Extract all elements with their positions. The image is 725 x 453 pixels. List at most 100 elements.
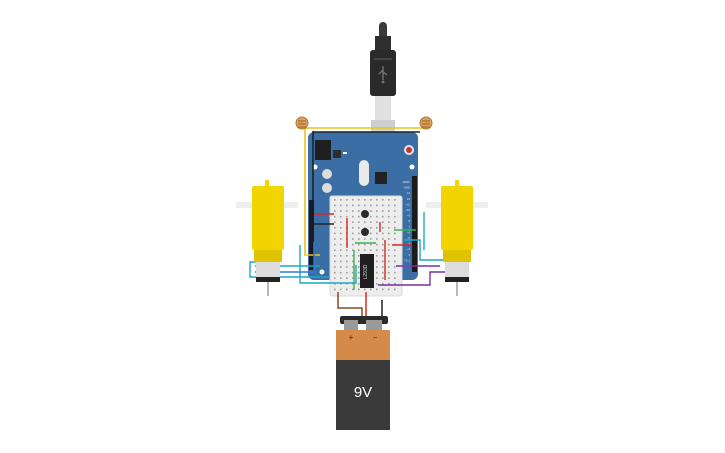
- breadboard-hole[interactable]: [352, 260, 354, 263]
- breadboard-hole[interactable]: [370, 199, 372, 201]
- breadboard-hole[interactable]: [340, 255, 342, 257]
- breadboard-hole[interactable]: [370, 210, 372, 212]
- breadboard-hole[interactable]: [334, 210, 336, 212]
- breadboard-hole[interactable]: [370, 204, 372, 207]
- breadboard-hole[interactable]: [382, 215, 384, 218]
- breadboard-hole[interactable]: [376, 260, 378, 263]
- breadboard-hole[interactable]: [382, 271, 384, 274]
- breadboard-hole[interactable]: [382, 199, 384, 201]
- breadboard-hole[interactable]: [376, 271, 378, 274]
- breadboard-hole[interactable]: [340, 288, 342, 291]
- breadboard-hole[interactable]: [364, 249, 366, 251]
- breadboard-hole[interactable]: [370, 221, 372, 223]
- breadboard-hole[interactable]: [394, 266, 396, 268]
- breadboard-hole[interactable]: [334, 288, 336, 291]
- breadboard-hole[interactable]: [370, 249, 372, 251]
- tactile-button[interactable]: [361, 228, 369, 236]
- breadboard-hole[interactable]: [358, 238, 360, 240]
- breadboard-hole[interactable]: [382, 283, 384, 285]
- breadboard-hole[interactable]: [388, 221, 390, 223]
- breadboard-hole[interactable]: [376, 215, 378, 218]
- breadboard-hole[interactable]: [382, 255, 384, 257]
- breadboard-hole[interactable]: [358, 277, 360, 279]
- breadboard-hole[interactable]: [364, 243, 366, 246]
- breadboard-hole[interactable]: [352, 199, 354, 201]
- breadboard-hole[interactable]: [334, 249, 336, 251]
- breadboard-hole[interactable]: [376, 288, 378, 291]
- breadboard-hole[interactable]: [358, 283, 360, 285]
- breadboard-hole[interactable]: [394, 288, 396, 291]
- wire-cyan-motor-right-1[interactable]: [404, 239, 446, 261]
- breadboard-hole[interactable]: [376, 210, 378, 212]
- breadboard-hole[interactable]: [376, 283, 378, 285]
- breadboard-hole[interactable]: [358, 288, 360, 291]
- breadboard-hole[interactable]: [340, 249, 342, 251]
- breadboard-hole[interactable]: [394, 277, 396, 279]
- wire-brown-battery[interactable]: [337, 292, 363, 318]
- mini-breadboard[interactable]: L293D: [329, 195, 403, 297]
- breadboard-hole[interactable]: [394, 271, 396, 274]
- breadboard-hole[interactable]: [334, 232, 336, 235]
- breadboard-hole[interactable]: [340, 215, 342, 218]
- breadboard-hole[interactable]: [346, 210, 348, 212]
- dc-gear-motor-right[interactable]: [426, 180, 488, 296]
- photoresistor-right[interactable]: [419, 116, 433, 130]
- breadboard-hole[interactable]: [358, 260, 360, 263]
- breadboard-hole[interactable]: [358, 215, 360, 218]
- breadboard-hole[interactable]: [358, 255, 360, 257]
- breadboard-hole[interactable]: [352, 210, 354, 212]
- breadboard-hole[interactable]: [358, 210, 360, 212]
- breadboard-hole[interactable]: [382, 232, 384, 235]
- breadboard-hole[interactable]: [352, 204, 354, 207]
- breadboard-hole[interactable]: [352, 221, 354, 223]
- breadboard-hole[interactable]: [352, 255, 354, 257]
- breadboard-hole[interactable]: [382, 266, 384, 268]
- breadboard-hole[interactable]: [334, 204, 336, 207]
- breadboard-hole[interactable]: [394, 283, 396, 285]
- breadboard-hole[interactable]: [394, 227, 396, 229]
- wire-yellow-left[interactable]: [304, 123, 320, 256]
- breadboard-hole[interactable]: [346, 255, 348, 257]
- breadboard-hole[interactable]: [388, 283, 390, 285]
- breadboard-hole[interactable]: [364, 204, 366, 207]
- breadboard-hole[interactable]: [394, 210, 396, 212]
- breadboard-hole[interactable]: [388, 210, 390, 212]
- breadboard-hole[interactable]: [358, 271, 360, 274]
- breadboard-hole[interactable]: [388, 232, 390, 235]
- breadboard-hole[interactable]: [334, 221, 336, 223]
- breadboard-hole[interactable]: [340, 283, 342, 285]
- breadboard-hole[interactable]: [346, 283, 348, 285]
- breadboard-hole[interactable]: [346, 204, 348, 207]
- breadboard-hole[interactable]: [358, 249, 360, 251]
- breadboard-hole[interactable]: [364, 238, 366, 240]
- breadboard-hole[interactable]: [388, 238, 390, 240]
- photoresistor-left[interactable]: [295, 116, 309, 130]
- breadboard-hole[interactable]: [340, 277, 342, 279]
- breadboard-hole[interactable]: [334, 266, 336, 268]
- breadboard-hole[interactable]: [334, 238, 336, 240]
- breadboard-hole[interactable]: [364, 221, 366, 223]
- breadboard-hole[interactable]: [382, 243, 384, 246]
- breadboard-hole[interactable]: [388, 249, 390, 251]
- breadboard-hole[interactable]: [340, 232, 342, 235]
- breadboard-hole[interactable]: [346, 260, 348, 263]
- breadboard-hole[interactable]: [352, 277, 354, 279]
- breadboard-hole[interactable]: [352, 238, 354, 240]
- breadboard-hole[interactable]: [376, 255, 378, 257]
- breadboard-hole[interactable]: [346, 277, 348, 279]
- breadboard-hole[interactable]: [394, 260, 396, 263]
- breadboard-hole[interactable]: [394, 238, 396, 240]
- breadboard-hole[interactable]: [340, 227, 342, 229]
- breadboard-hole[interactable]: [376, 199, 378, 201]
- breadboard-hole[interactable]: [334, 255, 336, 257]
- breadboard-hole[interactable]: [388, 199, 390, 201]
- breadboard-hole[interactable]: [388, 266, 390, 268]
- breadboard-hole[interactable]: [388, 288, 390, 291]
- breadboard-hole[interactable]: [334, 271, 336, 274]
- breadboard-hole[interactable]: [358, 232, 360, 235]
- breadboard-hole[interactable]: [388, 277, 390, 279]
- breadboard-hole[interactable]: [388, 255, 390, 257]
- breadboard-hole[interactable]: [376, 227, 378, 229]
- breadboard-hole[interactable]: [388, 243, 390, 246]
- breadboard-hole[interactable]: [352, 243, 354, 246]
